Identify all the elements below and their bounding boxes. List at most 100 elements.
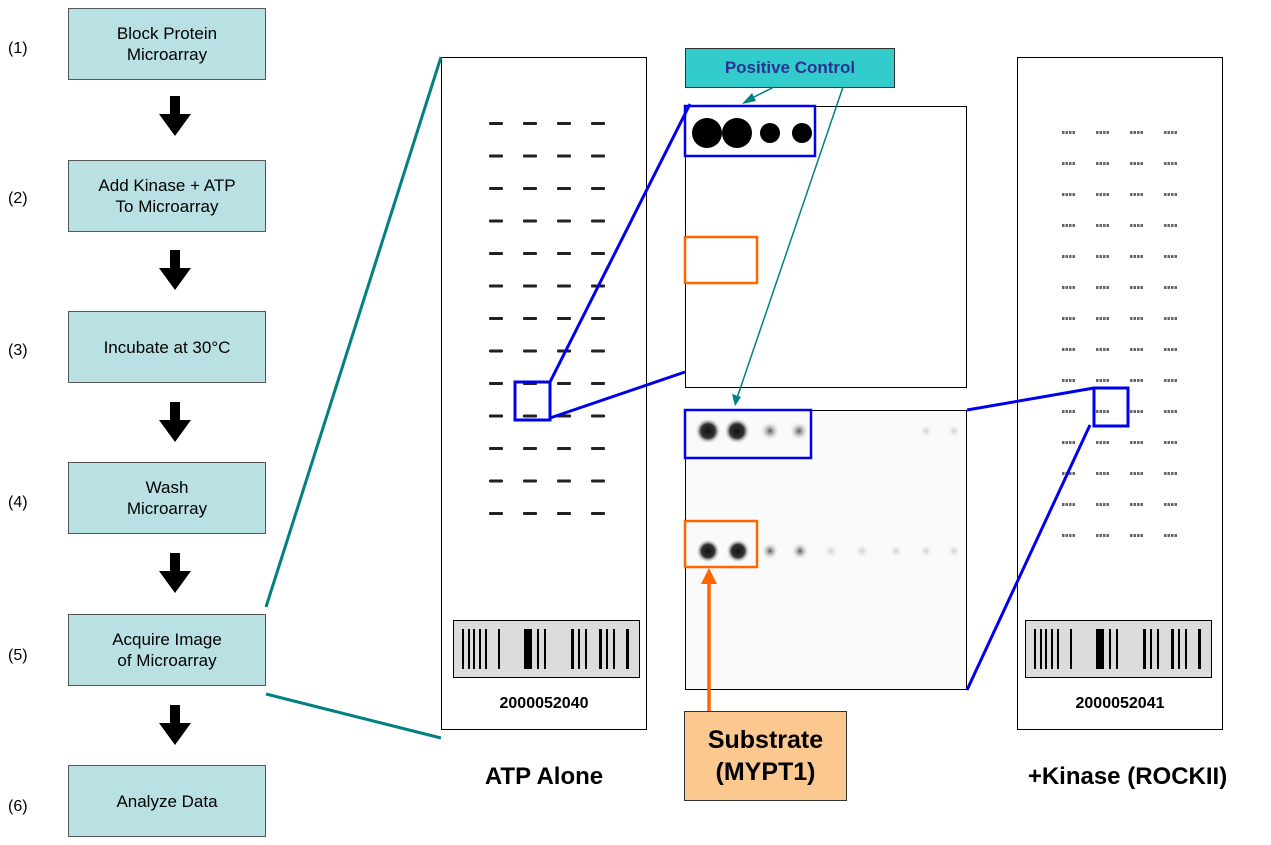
down-arrow-icon xyxy=(159,553,191,593)
array-spot xyxy=(1130,317,1133,320)
array-spot xyxy=(1174,348,1177,351)
barcode-bar xyxy=(571,629,574,669)
array-spot xyxy=(1130,193,1133,196)
array-spot xyxy=(1174,534,1177,537)
array-spot xyxy=(1099,131,1102,134)
step-1-box: Block Protein Microarray xyxy=(68,8,266,80)
array-spot xyxy=(1069,286,1072,289)
step-6-number: (6) xyxy=(8,798,28,815)
array-spot xyxy=(591,512,605,515)
array-spot xyxy=(1072,317,1075,320)
array-spot xyxy=(1096,441,1099,444)
array-spot xyxy=(489,252,503,255)
array-spot xyxy=(1072,348,1075,351)
array-spot xyxy=(1133,193,1136,196)
array-spot xyxy=(1065,410,1068,413)
array-spot xyxy=(1140,503,1143,506)
barcode-bar xyxy=(1045,629,1047,669)
blue-zoom-line-right-top xyxy=(966,386,1095,412)
barcode-bar xyxy=(1116,629,1118,669)
barcode-icon xyxy=(462,629,629,669)
array-spot xyxy=(557,284,571,288)
array-spot xyxy=(1171,286,1174,289)
barcode-bar xyxy=(1096,629,1104,669)
step-2-number: (2) xyxy=(8,190,28,207)
array-spot xyxy=(1167,441,1170,444)
array-spot xyxy=(1069,224,1072,227)
array-spot xyxy=(1062,348,1065,351)
array-spot xyxy=(1099,162,1102,165)
array-spot xyxy=(1140,162,1143,165)
array-spot xyxy=(489,154,503,158)
array-spot xyxy=(1167,348,1170,351)
array-spot xyxy=(591,154,605,158)
array-spot xyxy=(1174,472,1177,475)
array-spot xyxy=(1171,348,1174,351)
array-spot xyxy=(1106,410,1109,413)
array-spot xyxy=(1130,224,1133,227)
array-spot xyxy=(1103,317,1106,320)
array-spot xyxy=(1140,534,1143,537)
array-spot xyxy=(1072,410,1075,413)
array-spot xyxy=(1096,193,1099,196)
kinase-slide xyxy=(1017,57,1223,730)
array-spot xyxy=(1062,317,1065,320)
array-spot xyxy=(1103,286,1106,289)
array-spot xyxy=(1106,441,1109,444)
array-spot xyxy=(1174,286,1177,289)
array-spot xyxy=(1106,534,1109,537)
array-spot xyxy=(523,219,537,223)
array-spot xyxy=(1137,534,1140,537)
array-spot xyxy=(1069,441,1072,444)
barcode-bar xyxy=(468,629,470,669)
array-spot xyxy=(1164,410,1167,413)
substrate-box-bottom xyxy=(683,519,759,569)
barcode-icon xyxy=(1034,629,1201,669)
array-spot xyxy=(1130,162,1133,165)
array-spot xyxy=(1072,534,1075,537)
step-3-number: (3) xyxy=(8,342,28,359)
array-spot xyxy=(1099,224,1102,227)
array-spot xyxy=(1106,286,1109,289)
array-spot xyxy=(1137,255,1140,258)
array-spot xyxy=(1106,317,1109,320)
array-spot xyxy=(1130,379,1133,382)
down-arrow-icon xyxy=(159,705,191,745)
array-spot xyxy=(1106,255,1109,258)
array-spot xyxy=(1164,162,1167,165)
array-spot xyxy=(1133,410,1136,413)
array-spot xyxy=(489,382,503,385)
right-barcode xyxy=(1025,620,1212,678)
array-spot xyxy=(1065,503,1068,506)
array-spot xyxy=(591,414,605,418)
array-spot xyxy=(1174,255,1177,258)
array-spot xyxy=(1096,131,1099,134)
step-5-number: (5) xyxy=(8,647,28,664)
array-spot xyxy=(1106,379,1109,382)
array-spot xyxy=(1171,255,1174,258)
array-spot xyxy=(1065,131,1068,134)
array-spot xyxy=(1072,441,1075,444)
array-spot xyxy=(523,349,537,353)
array-spot xyxy=(489,414,503,418)
array-spot xyxy=(1072,286,1075,289)
array-spot xyxy=(1137,441,1140,444)
array-spot xyxy=(557,447,571,450)
barcode-bar xyxy=(1185,629,1187,669)
array-spot xyxy=(1167,503,1170,506)
array-spot xyxy=(1140,255,1143,258)
array-spot xyxy=(1171,472,1174,475)
zoom-spots-bottom xyxy=(695,418,961,563)
array-spot xyxy=(1069,379,1072,382)
array-spot xyxy=(1062,286,1065,289)
array-spot xyxy=(1106,193,1109,196)
array-spot xyxy=(1099,472,1102,475)
array-spot xyxy=(523,317,537,320)
array-spot xyxy=(523,512,537,515)
array-spot xyxy=(1069,162,1072,165)
array-spot xyxy=(1130,286,1133,289)
barcode-bar xyxy=(473,629,475,669)
array-spot xyxy=(1140,472,1143,475)
zoom-panel-atp-alone xyxy=(685,106,967,388)
substrate-callout: Substrate (MYPT1) xyxy=(684,711,847,801)
